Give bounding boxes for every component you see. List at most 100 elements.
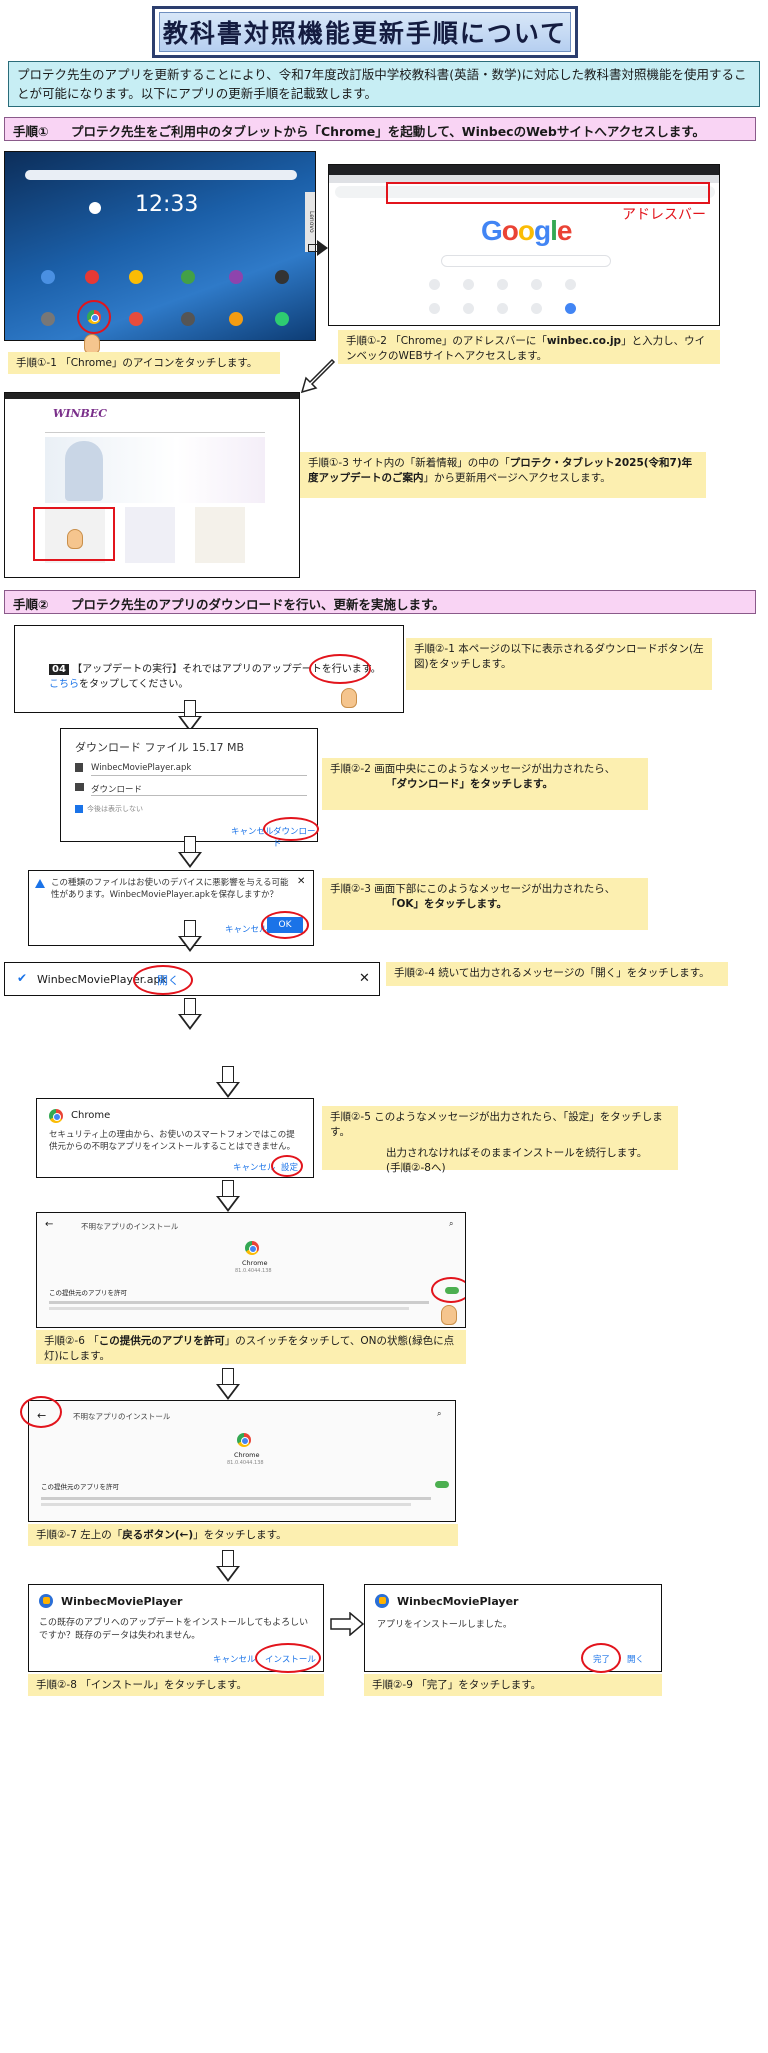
intro-text: プロテク先生のアプリを更新することにより、令和7年度改訂版中学校教科書(英語・数… xyxy=(8,61,760,107)
highlight-circle xyxy=(271,1155,303,1177)
caption-step-2-9: 手順②-9 「完了」をタッチします。 xyxy=(364,1674,662,1696)
highlight-circle xyxy=(77,300,111,334)
highlight-circle xyxy=(263,817,319,841)
google-search-box[interactable] xyxy=(441,255,611,267)
tablet-home-screenshot: 12:33 Lenovo xyxy=(4,151,316,341)
check-icon: ✔ xyxy=(17,971,28,985)
news-highlight xyxy=(33,507,115,561)
cancel-button[interactable]: キャンセル xyxy=(231,827,274,837)
settings-title: 不明なアプリのインストール xyxy=(81,1222,179,1231)
highlight-circle xyxy=(431,1277,465,1303)
step2-header: 手順② プロテク先生のアプリのダウンロードを行い、更新を実施します。 xyxy=(4,590,756,614)
arrow-down-icon xyxy=(216,1066,240,1100)
photos-icon xyxy=(129,270,143,284)
dialog-app-name: WinbecMoviePlayer xyxy=(397,1595,519,1608)
app-name: Chrome xyxy=(234,1451,260,1459)
app-icon xyxy=(229,312,243,326)
close-icon[interactable]: ✕ xyxy=(297,876,306,887)
step1-number: 手順① xyxy=(13,124,49,139)
step1-header: 手順① プロテク先生をご利用中のタブレットから「Chrome」を起動して、Win… xyxy=(4,117,756,141)
highlight-circle xyxy=(581,1643,621,1673)
install-message: この既存のアプリへのアップデートをインストールしてもよろしいですか？既存のデータ… xyxy=(39,1618,309,1641)
winbec-app-icon xyxy=(39,1594,53,1608)
address-bar-label: アドレスバー xyxy=(622,207,706,223)
shortcut-tile xyxy=(531,303,542,314)
back-arrow-icon[interactable]: ← xyxy=(45,1219,54,1230)
app-version: 81.0.4044.138 xyxy=(235,1268,272,1274)
open-button[interactable]: 開く xyxy=(627,1655,645,1665)
installed-dialog: WinbecMoviePlayer アプリをインストールしました。 完了 開く xyxy=(364,1584,662,1673)
checkbox[interactable] xyxy=(75,805,83,813)
caption-step-2-4: 手順②-4 続いて出力されるメッセージの「開く」をタッチします。 xyxy=(386,962,728,986)
caption-step-2-8: 手順②-8 「インストール」をタッチします。 xyxy=(28,1674,324,1696)
step1-title: プロテク先生をご利用中のタブレットから「Chrome」を起動して、Winbecの… xyxy=(70,124,705,139)
cancel-button[interactable]: キャンセル xyxy=(225,925,268,935)
arrow-down-icon xyxy=(216,1180,240,1214)
update-text: 【アップデートの実行】それではアプリのアップデートを行います。 xyxy=(72,664,381,675)
chrome-icon xyxy=(245,1241,259,1255)
warning-icon xyxy=(35,879,45,888)
caption-step-1-2: 手順①-2 「Chrome」のアドレスバーに「winbec.co.jp」と入力し… xyxy=(338,330,720,364)
pointing-hand-icon xyxy=(84,334,100,354)
highlight-circle xyxy=(261,911,309,939)
download-complete-bar: ✔ WinbecMoviePlayer.apk 開く ✕ xyxy=(4,962,380,996)
arrow-down-left-icon xyxy=(296,358,336,394)
winbec-website-screenshot: WINBEC xyxy=(4,392,300,578)
dialog-app-name: WinbecMoviePlayer xyxy=(61,1595,183,1608)
settings-icon xyxy=(181,312,195,326)
search-icon[interactable]: ⌕ xyxy=(437,1409,442,1418)
pointing-hand-icon xyxy=(67,529,83,549)
installed-message: アプリをインストールしました。 xyxy=(377,1620,512,1630)
app-icon xyxy=(41,312,55,326)
home-search-bar xyxy=(25,170,297,180)
chrome-security-dialog: Chrome セキュリティ上の理由から、お使いのスマートフォンではこの提供元から… xyxy=(36,1098,314,1178)
chrome-icon xyxy=(237,1433,251,1447)
unknown-apps-settings-back-screenshot: ← 不明なアプリのインストール ⌕ Chrome 81.0.4044.138 こ… xyxy=(28,1400,456,1522)
arrow-right-icon xyxy=(308,240,328,256)
winbec-app-icon xyxy=(375,1594,389,1608)
tablet-clock: 12:33 xyxy=(135,192,199,217)
caption-step-1-1: 手順①-1 「Chrome」のアイコンをタッチします。 xyxy=(8,352,280,374)
youtube-icon xyxy=(85,270,99,284)
search-icon[interactable]: ⌕ xyxy=(449,1219,454,1228)
shortcut-tile xyxy=(429,279,440,290)
pointing-hand-icon xyxy=(441,1305,457,1325)
site-nav xyxy=(45,425,265,433)
shortcut-tile xyxy=(497,303,508,314)
app-version: 81.0.4044.138 xyxy=(227,1460,264,1466)
dialog-app-name: Chrome xyxy=(71,1110,111,1121)
app-icon xyxy=(129,312,143,326)
shortcut-tile xyxy=(565,303,576,314)
close-icon[interactable]: ✕ xyxy=(359,971,370,986)
download-title: ダウンロード ファイル 15.17 MB xyxy=(75,741,245,754)
folder-icon xyxy=(75,783,84,791)
app-icon xyxy=(41,270,55,284)
toggle-label: この提供元のアプリを許可 xyxy=(41,1483,119,1491)
caption-step-2-2: 手順②-2 画面中央にこのようなメッセージが出力されたら、「ダウンロード」をタッ… xyxy=(322,758,648,810)
step2-title: プロテク先生のアプリのダウンロードを行い、更新を実施します。 xyxy=(70,597,445,612)
shortcut-tile xyxy=(565,279,576,290)
install-dialog: WinbecMoviePlayer この既存のアプリへのアップデートをインストー… xyxy=(28,1584,324,1673)
caption-step-2-6: 手順②-6 「この提供元のアプリを許可」のスイッチをタッチして、ONの状態(緑色… xyxy=(36,1330,466,1364)
shortcut-tile xyxy=(429,303,440,314)
winbec-logo: WINBEC xyxy=(53,407,107,420)
caption-step-2-3: 手順②-3 画面下部にこのようなメッセージが出力されたら、「OK」をタッチします… xyxy=(322,878,648,930)
address-bar[interactable] xyxy=(335,186,715,198)
warning-dialog: この種類のファイルはお使いのデバイスに悪影響を与える可能性があります。Winbe… xyxy=(28,870,314,946)
warning-text: この種類のファイルはお使いのデバイスに悪影響を与える可能性があります。Winbe… xyxy=(51,878,289,900)
toggle-label: この提供元のアプリを許可 xyxy=(49,1289,127,1297)
google-logo: Google xyxy=(481,215,572,246)
shortcut-tile xyxy=(463,279,474,290)
chrome-browser-screenshot: Google xyxy=(328,164,720,326)
address-bar-highlight xyxy=(386,182,710,204)
app-name: Chrome xyxy=(242,1259,268,1267)
cancel-button[interactable]: キャンセル xyxy=(233,1163,276,1173)
update-link[interactable]: こちら xyxy=(49,679,79,690)
arrow-down-icon xyxy=(178,920,202,954)
highlight-circle xyxy=(255,1643,321,1673)
allow-source-toggle[interactable] xyxy=(435,1481,449,1488)
cancel-button[interactable]: キャンセル xyxy=(213,1655,256,1665)
step-badge: 04 xyxy=(49,664,69,675)
pointing-hand-icon xyxy=(341,688,357,708)
arrow-down-icon xyxy=(216,1550,240,1584)
